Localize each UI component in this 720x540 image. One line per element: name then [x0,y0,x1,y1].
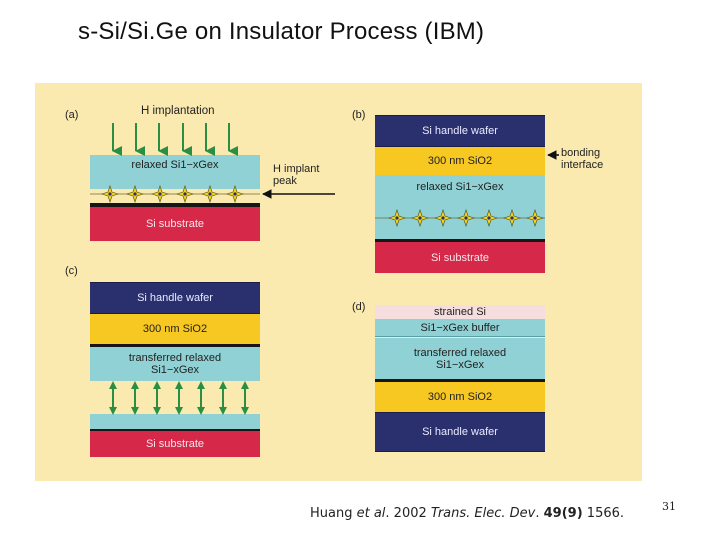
panel-c-substrate-layer: Si substrate [90,431,260,457]
hydrogen-star-icon [457,209,475,227]
panel-d-transferred-sige-layer: transferred relaxed Si1−xGex [375,338,545,379]
panel-c-oxide-label: 300 nm SiO2 [142,323,208,335]
citation-year: . 2002 [385,506,431,521]
panel-a-relaxed-sige-label: relaxed Si1−xGex [131,159,219,171]
hydrogen-star-icon [201,185,219,203]
panel-d-oxide-label: 300 nm SiO2 [427,391,493,403]
figure-overlay [90,123,559,415]
panel-b-handle-wafer-label: Si handle wafer [422,125,498,137]
panel-c-handle-wafer-label: Si handle wafer [137,292,213,304]
panel-b-relaxed-sige-layer: relaxed Si1−xGex [375,175,545,239]
hydrogen-star-icon [388,209,406,227]
panel-a-substrate-layer: Si substrate [90,207,260,241]
panel-d-label: (d) [352,301,366,313]
hydrogen-star-icon [101,185,119,203]
panel-c-separator-bottom [90,429,260,431]
page-number: 31 [662,500,676,513]
h-implant-peak-label: H implant peak [273,163,320,187]
h-implantation-caption: H implantation [141,105,215,117]
panel-a-label: (a) [65,109,79,121]
panel-d-buffer-layer: Si1−xGex buffer [375,319,545,337]
hydrogen-star-icon [126,185,144,203]
hydrogen-star-icon [411,209,429,227]
panel-d-separator [375,379,545,382]
panel-c-oxide-layer: 300 nm SiO2 [90,314,260,344]
panel-d-buffer-label: Si1−xGex buffer [420,321,500,334]
panel-d-strained-si-layer: strained Si [375,305,545,319]
implant-peak-markers-b [375,209,545,227]
slide-title: s-Si/Si.Ge on Insulator Process (IBM) [78,18,485,45]
process-figure: (a) H implantation relaxed Si1−xGex Si s… [35,83,642,481]
panel-c-substrate-label: Si substrate [145,438,205,450]
panel-a-relaxed-sige-layer: relaxed Si1−xGex [90,155,260,189]
panel-a-separator [90,203,260,207]
panel-a-substrate-label: Si substrate [145,218,205,230]
hydrogen-star-icon [226,185,244,203]
panel-b-substrate-label: Si substrate [430,251,490,264]
panel-b-handle-wafer-layer: Si handle wafer [375,115,545,147]
citation-journal: Trans. Elec. Dev [430,506,536,521]
hydrogen-star-icon [526,209,544,227]
panel-c-separator-top [90,344,260,347]
panel-b-oxide-layer: 300 nm SiO2 [375,147,545,175]
split-arrows-c [109,381,249,415]
panel-c-handle-wafer-layer: Si handle wafer [90,282,260,314]
citation-volume: 49(9) [543,506,583,521]
panel-c-label: (c) [65,265,78,277]
citation-etal: et al [356,506,386,521]
panel-b-oxide-label: 300 nm SiO2 [427,155,493,167]
hydrogen-star-icon [434,209,452,227]
hydrogen-star-icon [503,209,521,227]
panel-d-strained-si-label: strained Si [434,306,486,318]
citation: Huang et al. 2002 Trans. Elec. Dev. 49(9… [310,506,624,521]
hydrogen-star-icon [151,185,169,203]
panel-b-label: (b) [352,109,366,121]
panel-c-remaining-sige-layer [90,414,260,429]
hydrogen-star-icon [176,185,194,203]
panel-d-transferred-sige-label: transferred relaxed Si1−xGex [413,346,507,371]
panel-d-handle-wafer-label: Si handle wafer [422,426,498,438]
implant-arrows-a [112,123,238,156]
panel-d-handle-wafer-layer: Si handle wafer [375,412,545,452]
implant-peak-markers-a [90,185,260,203]
hydrogen-star-icon [480,209,498,227]
citation-separator: . [535,506,544,521]
panel-c-transferred-sige-label: transferred relaxed Si1−xGex [128,352,222,376]
panel-b-substrate-layer: Si substrate [375,242,545,273]
panel-b-relaxed-sige-label: relaxed Si1−xGex [416,181,504,193]
bonding-interface-label: bonding interface [561,147,604,171]
panel-b-separator [375,239,545,242]
panel-d-oxide-layer: 300 nm SiO2 [375,382,545,412]
citation-author: Huang [310,506,357,521]
panel-c-transferred-sige-layer: transferred relaxed Si1−xGex [90,347,260,381]
citation-page: 1566. [582,506,625,521]
